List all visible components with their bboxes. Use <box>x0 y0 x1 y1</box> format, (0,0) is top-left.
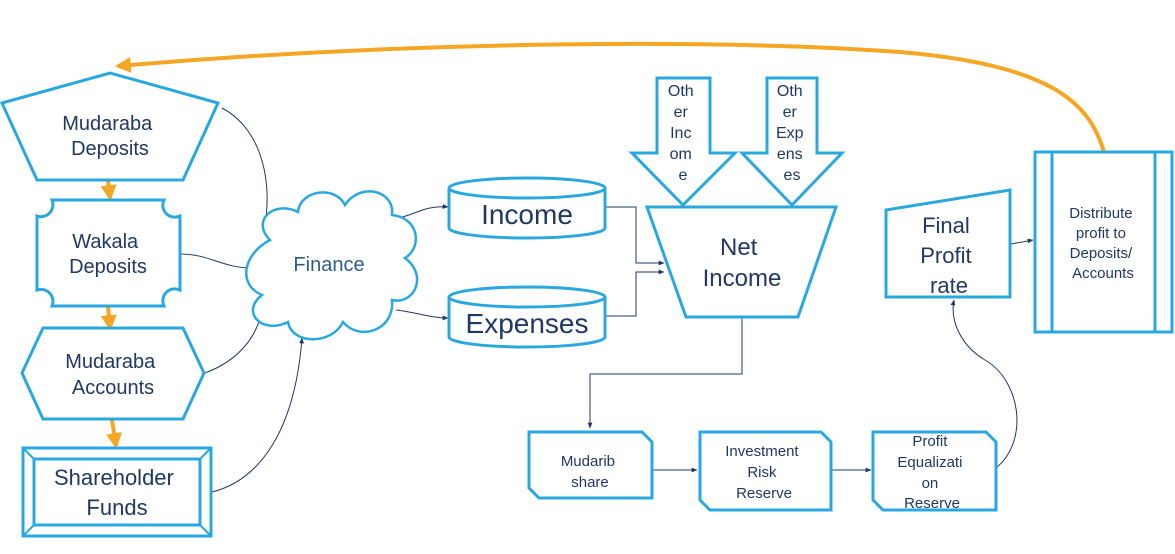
mudarib-share-label: Mudarib share <box>561 453 619 491</box>
profit-equalization-reserve-label: Profit Equalizati on Reserve <box>897 433 966 512</box>
net-income-label: Net Income <box>703 234 782 292</box>
finance-cloud-shape: Finance <box>245 190 419 341</box>
final-profit-rate-shape: Final Profit rate <box>884 188 1012 299</box>
mudaraba-deposits-label: Mudaraba Deposits <box>62 113 158 160</box>
return-arrow <box>114 41 1106 153</box>
connector-wakala-finance <box>179 253 253 271</box>
expenses-cylinder-shape: Expenses <box>447 285 607 349</box>
investment-risk-reserve-shape: Investment Risk Reserve <box>698 430 833 512</box>
distribute-profit-label: Distribute profit to Deposits/ Accounts <box>1069 205 1137 282</box>
shareholder-funds-shape: Shareholder Funds <box>21 446 213 538</box>
investment-risk-reserve-label: Investment Risk Reserve <box>725 443 803 502</box>
finance-label: Finance <box>293 254 364 276</box>
connector-shareholder-finance <box>211 337 304 493</box>
connector-expenses-netincome <box>605 269 665 317</box>
connector-income-netincome <box>605 206 665 266</box>
other-expenses-label: Oth er Exp ens es <box>776 83 808 184</box>
mudaraba-deposits-shape: Mudaraba Deposits <box>0 71 221 182</box>
mudaraba-accounts-shape: Mudaraba Accounts <box>20 326 206 421</box>
profit-equalization-reserve-shape: Profit Equalizati on Reserve <box>871 430 998 512</box>
income-cylinder-shape: Income <box>447 176 607 240</box>
connector-finalrate-distribute <box>1010 238 1034 245</box>
income-label: Income <box>481 199 573 230</box>
orange-arrow-1 <box>100 179 117 202</box>
net-income-shape: Net Income <box>644 205 839 319</box>
other-expenses-arrow-shape: Oth er Exp ens es <box>738 76 846 208</box>
wakala-deposits-label: Wakala Deposits <box>69 231 147 278</box>
connectors <box>179 107 1034 493</box>
other-income-arrow-shape: Oth er Inc om e <box>628 76 739 208</box>
connector-finance-income <box>397 204 449 219</box>
mudaraba-accounts-label: Mudaraba Accounts <box>65 351 161 399</box>
shareholder-funds-label: Shareholder Funds <box>54 465 180 520</box>
expenses-label: Expenses <box>466 308 589 339</box>
connector-netincome-mudarib <box>587 317 743 429</box>
other-income-label: Oth er Inc om e <box>668 83 698 184</box>
connector-accounts-finance <box>204 308 264 374</box>
connector-equalization-finalrate <box>950 299 1018 469</box>
orange-arrow-3 <box>106 419 122 450</box>
distribute-profit-shape: Distribute profit to Deposits/ Accounts <box>1033 150 1174 334</box>
wakala-deposits-shape: Wakala Deposits <box>35 198 182 308</box>
final-profit-rate-label: Final Profit rate <box>920 213 977 298</box>
mudarib-share-shape: Mudarib share <box>527 430 654 500</box>
orange-arrow-2 <box>100 306 117 332</box>
connector-deposits-finance <box>221 107 268 233</box>
connector-finance-expenses <box>395 309 449 321</box>
